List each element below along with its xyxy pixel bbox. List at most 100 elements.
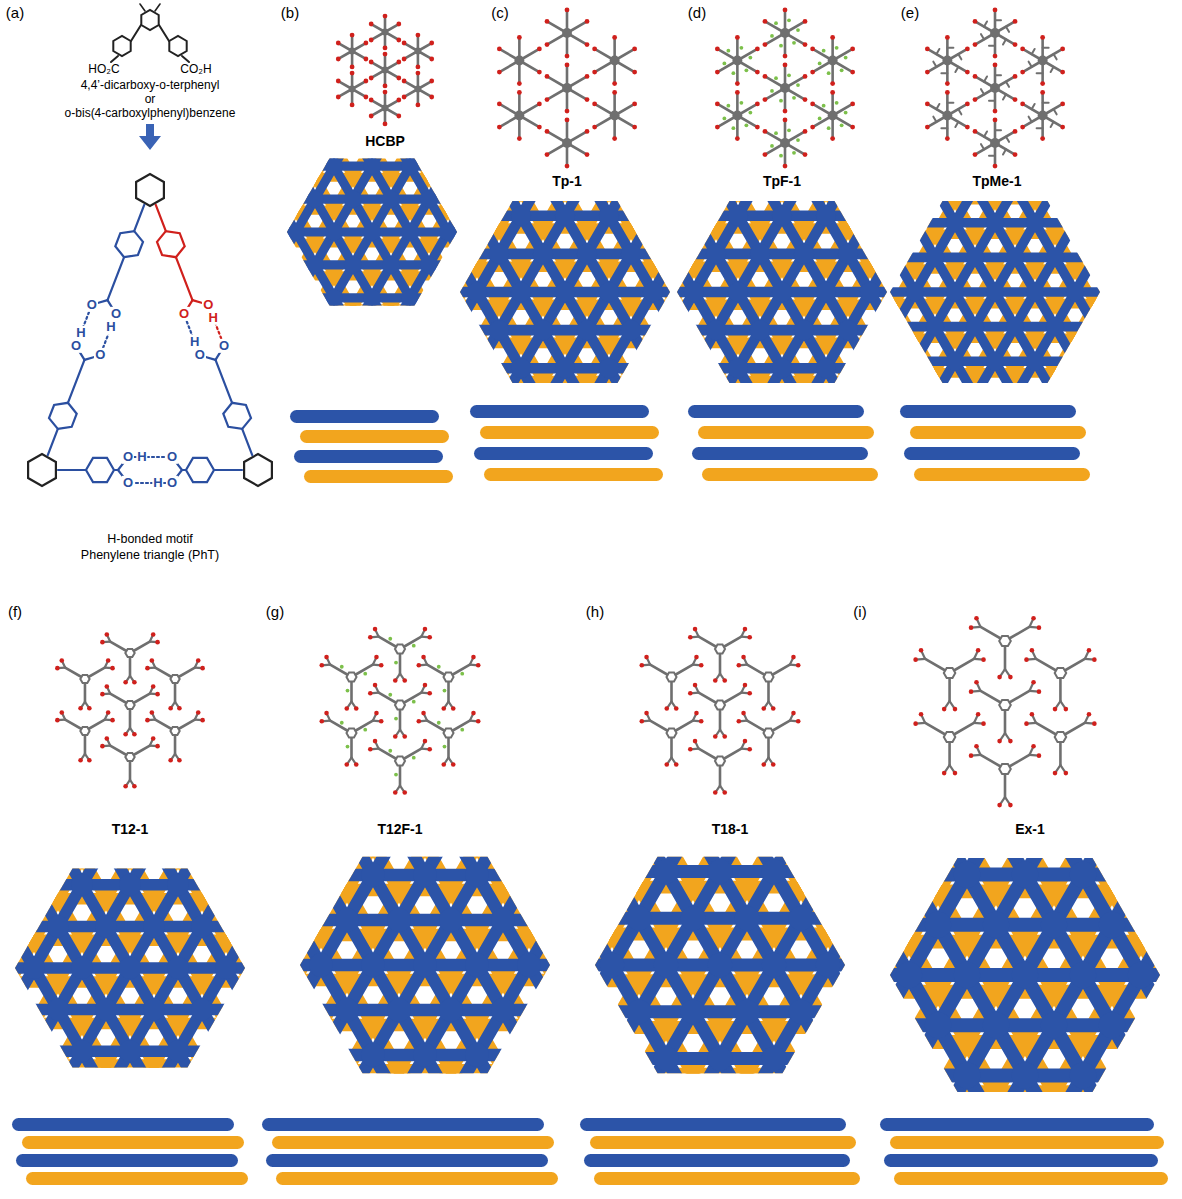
layer-node bbox=[665, 371, 685, 391]
core-atom bbox=[990, 28, 1000, 38]
layer-node bbox=[458, 169, 475, 186]
layer-node bbox=[249, 289, 266, 306]
layer-strut bbox=[855, 188, 875, 223]
layer-strut bbox=[650, 414, 694, 425]
carboxyl-oxygen bbox=[545, 97, 550, 102]
layer-node bbox=[640, 333, 660, 353]
layer-strut bbox=[675, 147, 719, 158]
fluorine-atom bbox=[844, 111, 848, 115]
layer-node bbox=[249, 223, 266, 240]
layer-node bbox=[1046, 179, 1064, 197]
fluorine-atom bbox=[779, 154, 783, 158]
carboxyl-oxygen bbox=[383, 14, 388, 19]
layer-strut bbox=[875, 165, 895, 200]
layer-strut bbox=[650, 338, 694, 349]
layer-strut bbox=[848, 376, 892, 387]
layer-strut bbox=[372, 309, 391, 342]
carboxyl-oxygen bbox=[383, 46, 388, 51]
carboxyl-oxygen bbox=[803, 152, 808, 157]
layer-node bbox=[489, 320, 509, 340]
carboxyl-oxygen bbox=[565, 118, 570, 123]
layer-node bbox=[401, 289, 418, 306]
layer-strut bbox=[258, 309, 277, 342]
layer-strut bbox=[1115, 195, 1155, 205]
layer-strut bbox=[448, 309, 467, 342]
layer-strut bbox=[1135, 253, 1175, 263]
layer-strut bbox=[855, 299, 895, 309]
layer-node bbox=[423, 180, 443, 200]
layer-node bbox=[640, 282, 660, 302]
layer-node bbox=[860, 358, 880, 378]
layer-strut bbox=[499, 172, 543, 183]
carboxyl-oxygen bbox=[755, 47, 760, 52]
layer-strut bbox=[1135, 304, 1155, 339]
layer-node bbox=[846, 225, 864, 243]
layer-strut bbox=[411, 216, 433, 254]
methyl-group bbox=[995, 19, 1001, 21]
layer-strut bbox=[239, 342, 258, 375]
carboxyl-oxygen bbox=[517, 90, 522, 95]
layer-node bbox=[665, 219, 685, 239]
layer-strut bbox=[760, 147, 804, 158]
layer-strut bbox=[429, 331, 448, 364]
carboxyl-oxygen bbox=[416, 33, 421, 38]
layer-strut bbox=[875, 218, 915, 228]
layer-node bbox=[325, 289, 342, 306]
fluorine-atom bbox=[787, 18, 791, 22]
carboxyl-oxygen bbox=[830, 136, 835, 141]
layer-strut bbox=[653, 185, 697, 196]
layer-strut bbox=[1135, 234, 1155, 269]
layer-strut bbox=[672, 223, 716, 234]
methyl-group bbox=[1051, 122, 1054, 127]
layer-strut bbox=[239, 166, 258, 199]
layer-strut bbox=[895, 160, 935, 170]
layer-strut bbox=[1055, 160, 1095, 170]
layer-node bbox=[838, 320, 858, 340]
layer-strut bbox=[875, 338, 895, 373]
core-atom bbox=[382, 67, 389, 74]
carboxyl-oxygen bbox=[945, 81, 950, 86]
layer-strut bbox=[1075, 149, 1115, 159]
carboxyl-oxygen bbox=[396, 38, 401, 43]
layer-node bbox=[860, 180, 880, 200]
carboxyl-oxygen bbox=[565, 109, 570, 114]
layer-node bbox=[684, 333, 704, 353]
carboxyl-oxygen bbox=[396, 76, 401, 81]
layer-node bbox=[926, 156, 944, 174]
carboxyl-oxygen bbox=[364, 95, 369, 100]
layer-node bbox=[467, 206, 487, 226]
layer-strut bbox=[1095, 160, 1135, 170]
layer-node bbox=[287, 289, 304, 306]
layer-strut bbox=[1115, 408, 1135, 443]
fluorine-atom bbox=[731, 126, 735, 130]
layer-strut bbox=[429, 144, 448, 177]
carboxyl-oxygen bbox=[783, 118, 788, 123]
fluorine-atom bbox=[726, 104, 730, 108]
layer-strut bbox=[433, 185, 477, 196]
layer-strut bbox=[855, 234, 875, 269]
layer-node bbox=[423, 409, 443, 429]
layer-strut bbox=[835, 234, 855, 269]
layer-node bbox=[684, 180, 704, 200]
layer-strut bbox=[1095, 253, 1135, 263]
layer-strut bbox=[697, 343, 719, 381]
core-atom bbox=[382, 29, 389, 36]
layer-strut bbox=[875, 200, 895, 235]
layer-node bbox=[662, 396, 682, 416]
carboxyl-oxygen bbox=[1020, 47, 1025, 52]
layer-node bbox=[249, 267, 266, 284]
carboxyl-oxygen bbox=[612, 90, 617, 95]
layer-strut bbox=[650, 368, 672, 406]
carboxyl-oxygen bbox=[763, 42, 768, 47]
layer-strut bbox=[258, 144, 277, 177]
carboxyl-oxygen bbox=[402, 79, 407, 84]
layer-node bbox=[599, 206, 619, 226]
carboxyl-oxygen bbox=[965, 47, 970, 52]
layer-strut bbox=[835, 304, 855, 339]
layer-node bbox=[249, 136, 266, 153]
layer-strut bbox=[296, 342, 315, 375]
layer-node bbox=[445, 168, 465, 188]
layer-node bbox=[363, 223, 380, 240]
layer-strut bbox=[855, 292, 875, 327]
side-view-layer bbox=[290, 410, 439, 423]
